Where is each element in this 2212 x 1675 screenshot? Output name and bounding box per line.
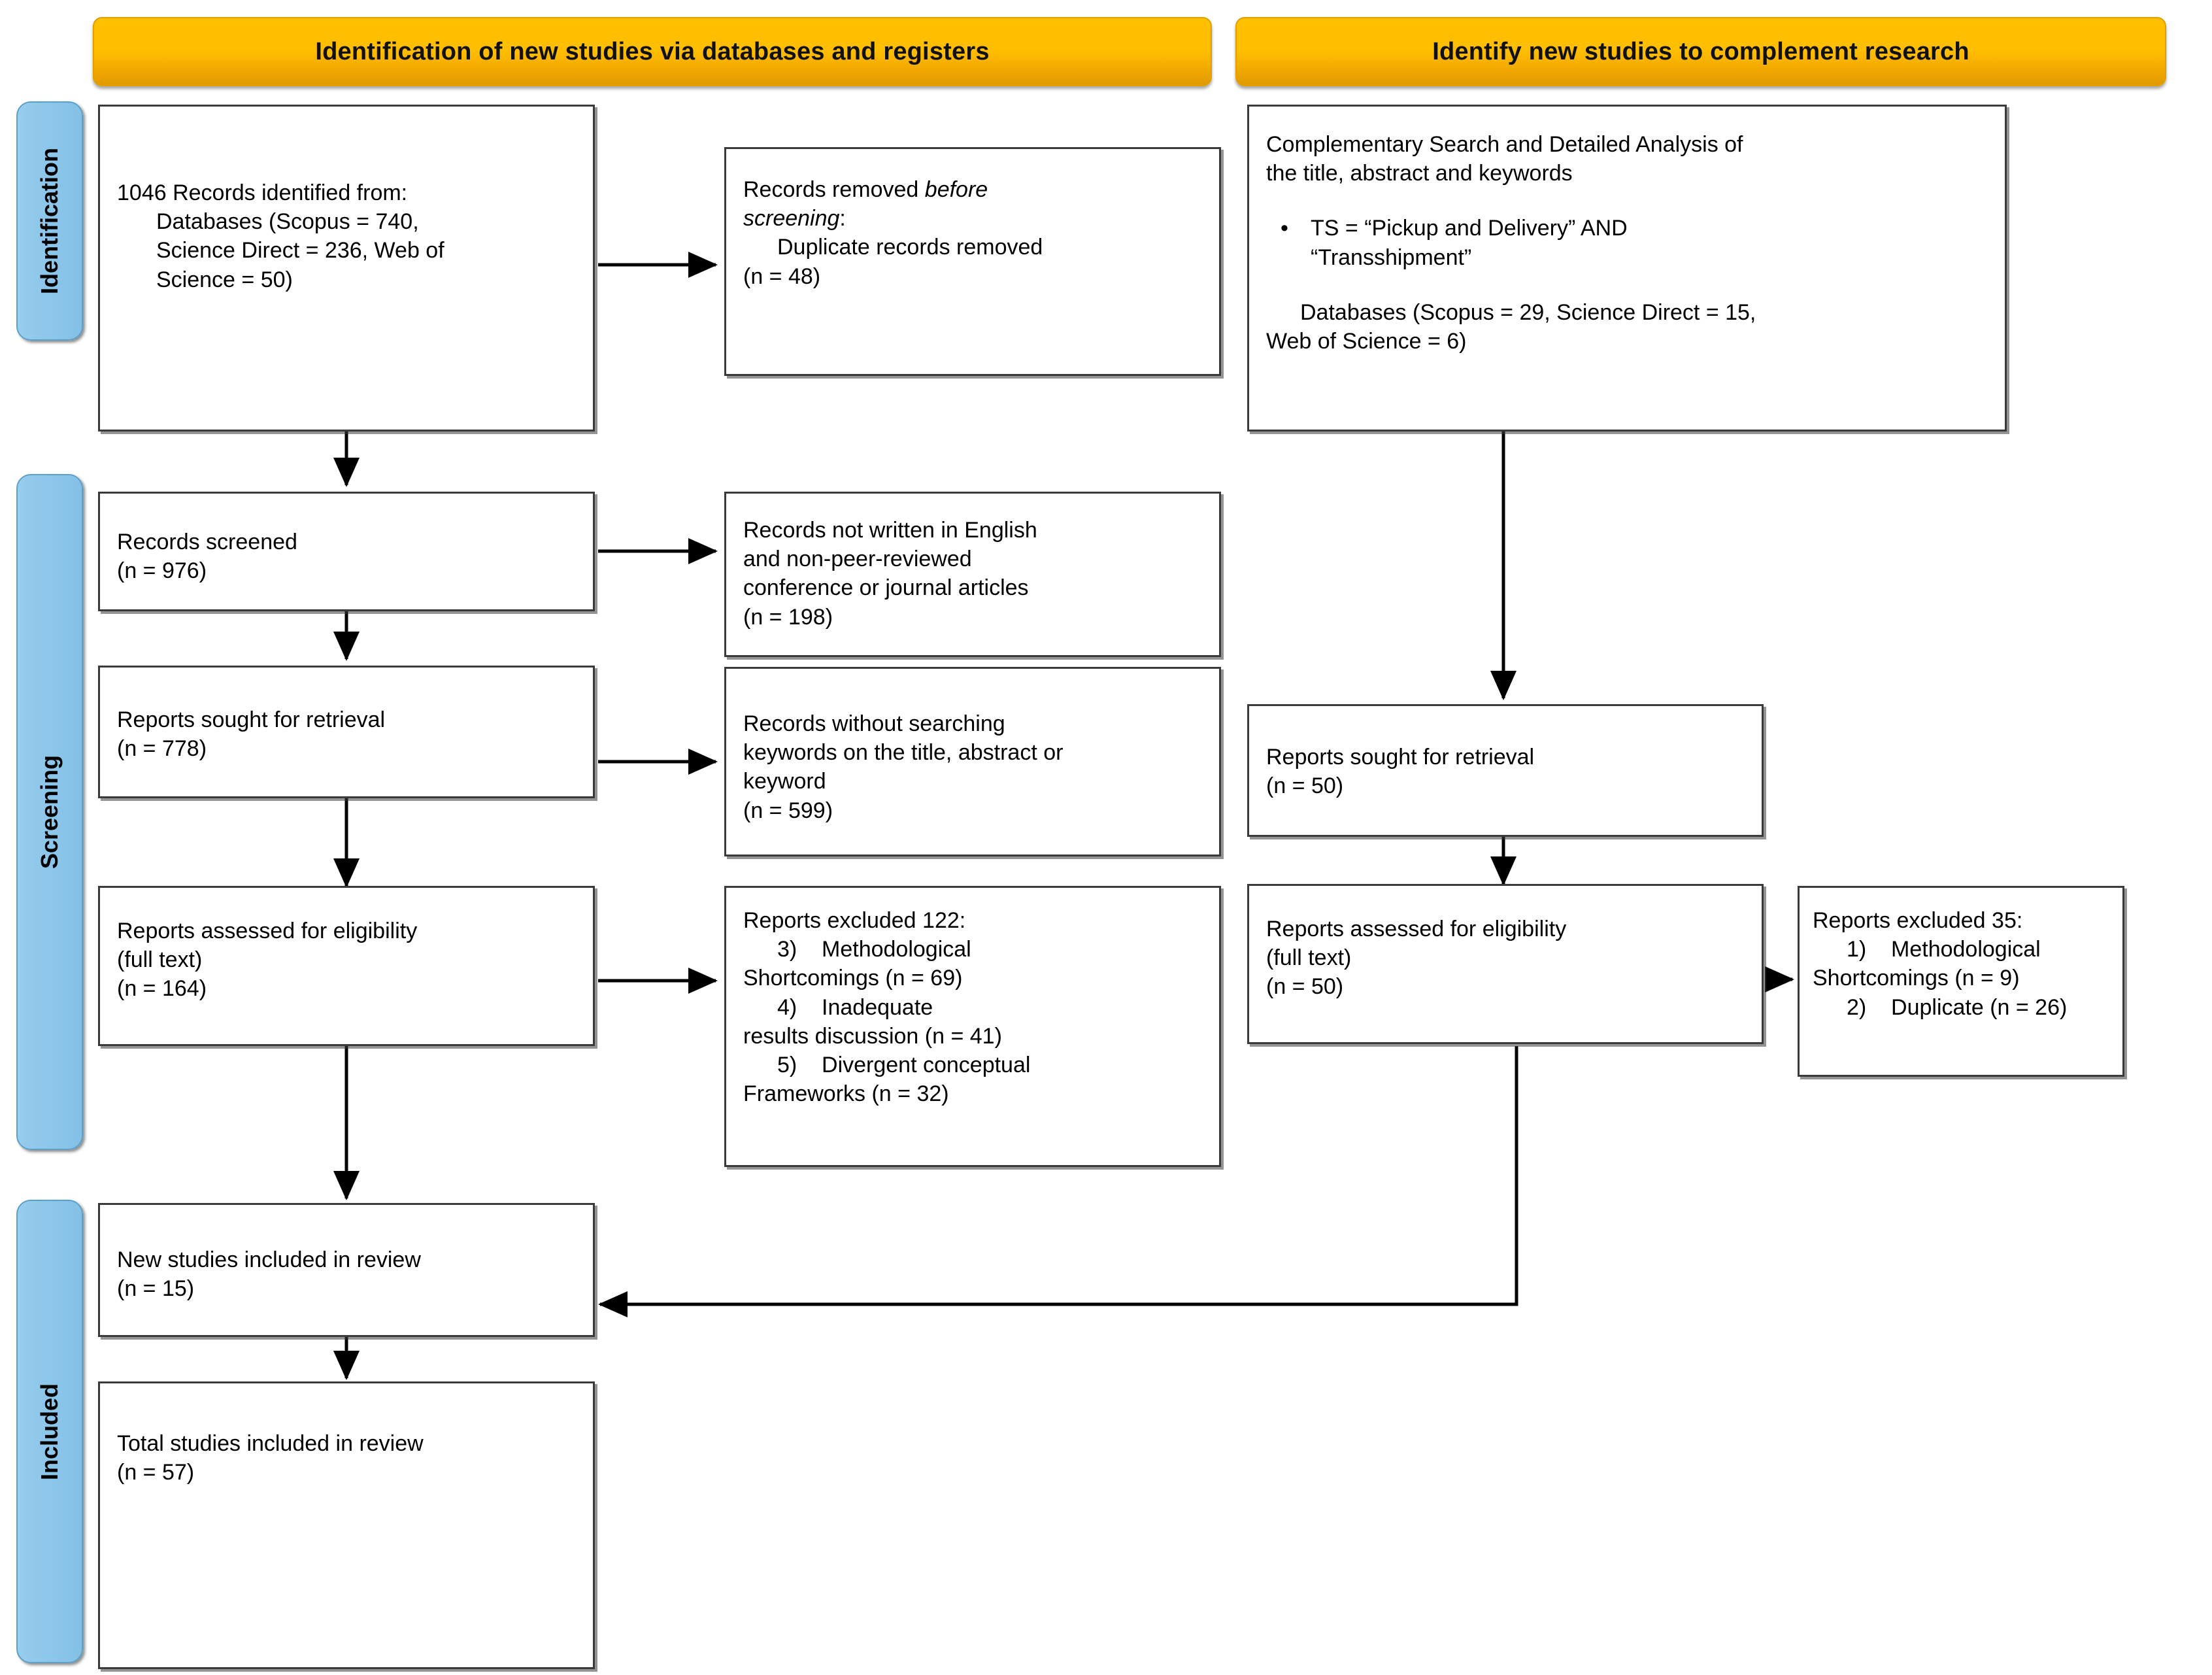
reports-excluded-122-line7: Frameworks (n = 32) <box>743 1081 949 1107</box>
reports-excluded-122-line4: 4) Inadequate <box>777 994 933 1020</box>
records-removed-screening-emph: screening <box>743 206 840 231</box>
records-screened-line2: (n = 976) <box>117 558 207 584</box>
reports-excluded-122-line5: results discussion (n = 41) <box>743 1023 1002 1049</box>
total-studies-included-line2: (n = 57) <box>117 1460 195 1485</box>
reports-excluded-122-line1: Reports excluded 122: <box>743 908 966 933</box>
box-records-screened: Records screened (n = 976) <box>98 492 595 611</box>
reports-sought-right-line1: Reports sought for retrieval <box>1266 745 1535 770</box>
complementary-search-spacer-1 <box>1266 188 1990 214</box>
complementary-search-bullet-text: TS = “Pickup and Delivery” AND “Transshi… <box>1311 214 1990 271</box>
phase-label-screening: Screening <box>36 754 63 870</box>
records-identified-line4: Science = 50) <box>156 267 293 292</box>
box-records-removed-before-screening: Records removed before screening: Duplic… <box>724 147 1221 376</box>
reports-sought-left-line1: Reports sought for retrieval <box>117 707 386 732</box>
records-without-keywords-line4: (n = 599) <box>743 798 833 823</box>
new-studies-included-line1: New studies included in review <box>117 1247 421 1272</box>
phase-label-identification: Identification <box>36 148 63 294</box>
phase-bar-identification: Identification <box>16 101 83 341</box>
records-not-english-line3: conference or journal articles <box>743 575 1029 601</box>
reports-excluded-122-line2: 3) Methodological <box>777 937 971 962</box>
reports-excluded-122-line3: Shortcomings (n = 69) <box>743 966 963 991</box>
complementary-search-line3: Databases (Scopus = 29, Science Direct =… <box>1300 299 1756 325</box>
box-records-not-english: Records not written in English and non-p… <box>724 492 1221 657</box>
box-reports-excluded-122: Reports excluded 122: 3) Methodological … <box>724 886 1221 1167</box>
reports-assessed-left-line2: (full text) <box>117 947 203 973</box>
records-without-keywords-line3: keyword <box>743 769 826 794</box>
records-identified-line1: 1046 Records identified from: <box>117 180 408 205</box>
phase-bar-included: Included <box>16 1200 83 1663</box>
reports-assessed-right-line2: (full text) <box>1266 945 1352 971</box>
box-reports-sought-right: Reports sought for retrieval (n = 50) <box>1247 704 1764 837</box>
reports-excluded-35-line1: Reports excluded 35: <box>1813 908 2023 933</box>
complementary-search-spacer-2 <box>1266 272 1990 298</box>
bullet-dot-icon: • <box>1281 216 1288 241</box>
records-removed-line2: screening: <box>743 206 846 231</box>
header-left-identification: Identification of new studies via databa… <box>93 17 1212 86</box>
phase-bar-screening: Screening <box>16 474 83 1150</box>
phase-label-included: Included <box>36 1383 63 1480</box>
records-removed-before-emph: before <box>924 177 988 202</box>
reports-excluded-35-line4: 2) Duplicate (n = 26) <box>1847 994 2068 1020</box>
records-not-english-line4: (n = 198) <box>743 604 833 630</box>
records-removed-line3: Duplicate records removed <box>777 235 1043 260</box>
reports-assessed-left-line3: (n = 164) <box>117 976 207 1002</box>
complementary-search-line1: Complementary Search and Detailed Analys… <box>1266 132 1743 157</box>
bullet-line2: “Transshipment” <box>1311 245 1472 270</box>
complementary-search-bullet: • TS = “Pickup and Delivery” AND “Transs… <box>1266 214 1990 271</box>
box-total-studies-included: Total studies included in review (n = 57… <box>98 1381 595 1669</box>
bullet-line1: TS = “Pickup and Delivery” AND <box>1311 216 1628 241</box>
reports-assessed-right-line1: Reports assessed for eligibility <box>1266 917 1567 941</box>
records-not-english-line1: Records not written in English <box>743 518 1037 543</box>
records-removed-line4: (n = 48) <box>743 263 821 289</box>
box-records-without-keywords: Records without searching keywords on th… <box>724 667 1221 856</box>
box-new-studies-included: New studies included in review (n = 15) <box>98 1203 595 1337</box>
reports-sought-right-line2: (n = 50) <box>1266 773 1344 799</box>
box-reports-excluded-35: Reports excluded 35: 1) Methodological S… <box>1798 886 2124 1077</box>
reports-excluded-35-line3: Shortcomings (n = 9) <box>1813 966 2020 991</box>
reports-excluded-35-line2: 1) Methodological <box>1847 937 2041 962</box>
records-removed-line1: Records removed before <box>743 177 988 202</box>
reports-excluded-122-line6: 5) Divergent conceptual <box>777 1052 1031 1077</box>
reports-sought-left-line2: (n = 778) <box>117 736 207 762</box>
records-without-keywords-line1: Records without searching <box>743 711 1005 736</box>
complementary-search-line2: the title, abstract and keywords <box>1266 161 1573 186</box>
box-reports-assessed-left: Reports assessed for eligibility (full t… <box>98 886 595 1046</box>
box-reports-sought-left: Reports sought for retrieval (n = 778) <box>98 666 595 798</box>
new-studies-included-line2: (n = 15) <box>117 1276 195 1302</box>
box-reports-assessed-right: Reports assessed for eligibility (full t… <box>1247 884 1764 1044</box>
header-right-complementary: Identify new studies to complement resea… <box>1235 17 2166 86</box>
records-identified-line2: Databases (Scopus = 740, <box>156 209 419 235</box>
records-without-keywords-line2: keywords on the title, abstract or <box>743 740 1064 766</box>
records-identified-line3: Science Direct = 236, Web of <box>156 238 444 263</box>
reports-assessed-right-line3: (n = 50) <box>1266 974 1344 1000</box>
box-complementary-search: Complementary Search and Detailed Analys… <box>1247 105 2007 431</box>
complementary-search-line4: Web of Science = 6) <box>1266 328 1467 354</box>
total-studies-included-line1: Total studies included in review <box>117 1431 424 1456</box>
box-records-identified: 1046 Records identified from: Databases … <box>98 105 595 431</box>
reports-assessed-left-line1: Reports assessed for eligibility <box>117 919 418 943</box>
records-screened-line1: Records screened <box>117 530 297 554</box>
records-not-english-line2: and non-peer-reviewed <box>743 547 972 572</box>
